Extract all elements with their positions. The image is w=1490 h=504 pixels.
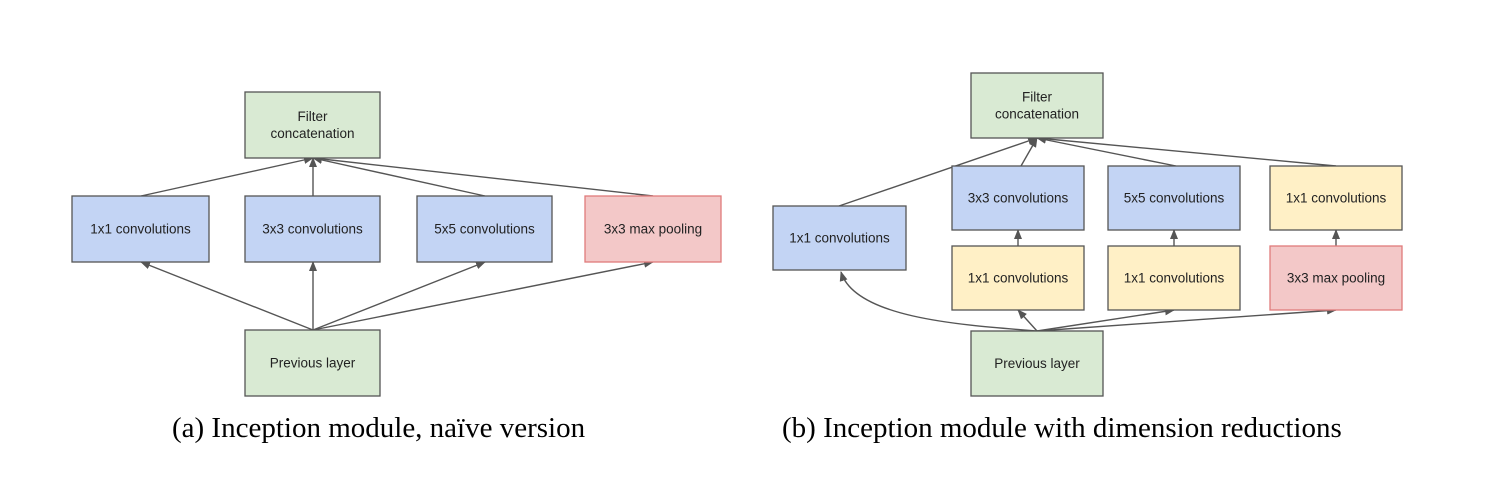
caption-dimension-reductions: (b) Inception module with dimension redu… — [782, 412, 1342, 444]
inception-diagrams: Filter concatenation 1x1 convolutions 3x3 c… — [71, 72, 1403, 397]
node-label: 1x1 convolutions — [1286, 191, 1387, 206]
edge-a-pool-to-concat — [312, 155, 654, 197]
diagram-b-reduce-1x1-before-5x5-box: 1x1 convolutions — [1107, 245, 1241, 311]
diagram-b-filter-concatenation-box: Filter concatenation — [970, 72, 1104, 139]
node-rect — [244, 329, 381, 397]
edge-b-prev-to-pool — [1036, 306, 1337, 332]
edge-b-prev-to-conv1 — [839, 271, 1038, 332]
diagram-b-previous-layer-box: Previous layer — [970, 330, 1104, 397]
node-rect — [1107, 245, 1241, 311]
diagram-b-conv-5x5-box: 5x5 convolutions — [1107, 165, 1241, 231]
node-label: 5x5 convolutions — [434, 222, 535, 237]
node-label: 1x1 convolutions — [90, 222, 191, 237]
diagram-a-conv-5x5-box: 5x5 convolutions — [416, 195, 553, 263]
edge-a-prev-to-conv1 — [140, 261, 314, 331]
node-rect — [244, 195, 381, 263]
node-label: Previous layer — [994, 356, 1080, 371]
edge-a-conv5-to-concat — [312, 156, 486, 197]
diagram-b-reduce-1x1-before-3x3-box: 1x1 convolutions — [951, 245, 1085, 311]
node-label: 1x1 convolutions — [1124, 271, 1225, 286]
edge-b-prev-to-reduce5 — [1036, 307, 1175, 332]
node-rect — [772, 205, 907, 271]
node-label: 3x3 max pooling — [604, 222, 702, 237]
node-label: Previous layer — [270, 356, 356, 371]
diagram-a-filter-concatenation-box: Filter concatenation — [244, 91, 381, 159]
node-label: concatenation — [995, 107, 1079, 122]
diagram-b-pool-projection-1x1-box: 1x1 convolutions — [1269, 165, 1403, 231]
node-rect — [951, 165, 1085, 231]
node-rect — [970, 72, 1104, 139]
node-label: Filter — [1022, 90, 1053, 105]
node-label: 5x5 convolutions — [1124, 191, 1225, 206]
edge-b-conv5-to-concat — [1036, 135, 1177, 167]
node-rect — [970, 330, 1104, 397]
diagram-b-conv-1x1-box: 1x1 convolutions — [772, 205, 907, 271]
edge-b-conv1-to-concat — [838, 137, 1038, 207]
node-rect — [416, 195, 553, 263]
diagram-b-max-pooling-box: 3x3 max pooling — [1269, 245, 1403, 311]
node-label: Filter — [298, 109, 329, 124]
node-rect — [951, 245, 1085, 311]
edge-a-prev-to-pool — [312, 259, 654, 331]
diagram-a-max-pooling-box: 3x3 max pooling — [584, 195, 722, 263]
diagram-a-conv-3x3-box: 3x3 convolutions — [244, 195, 381, 263]
edge-a-prev-to-conv5 — [312, 261, 486, 331]
edge-b-conv3-to-concat — [1020, 137, 1038, 167]
node-rect — [584, 195, 722, 263]
node-rect — [71, 195, 210, 263]
node-label: 3x3 convolutions — [968, 191, 1069, 206]
node-label: 3x3 convolutions — [262, 222, 363, 237]
node-label: 1x1 convolutions — [968, 271, 1069, 286]
caption-naive-version: (a) Inception module, naïve version — [172, 412, 586, 444]
edge-a-conv1-to-concat — [140, 156, 314, 197]
diagram-b-conv-3x3-box: 3x3 convolutions — [951, 165, 1085, 231]
node-label: 3x3 max pooling — [1287, 271, 1385, 286]
node-rect — [1269, 245, 1403, 311]
edge-b-poolproj-to-concat — [1036, 134, 1337, 167]
edge-b-prev-to-reduce3 — [1017, 309, 1038, 332]
node-rect — [1107, 165, 1241, 231]
diagram-a-conv-1x1-box: 1x1 convolutions — [71, 195, 210, 263]
node-rect — [1269, 165, 1403, 231]
node-label: 1x1 convolutions — [789, 231, 890, 246]
node-rect — [244, 91, 381, 159]
diagram-a-previous-layer-box: Previous layer — [244, 329, 381, 397]
node-label: concatenation — [270, 126, 354, 141]
